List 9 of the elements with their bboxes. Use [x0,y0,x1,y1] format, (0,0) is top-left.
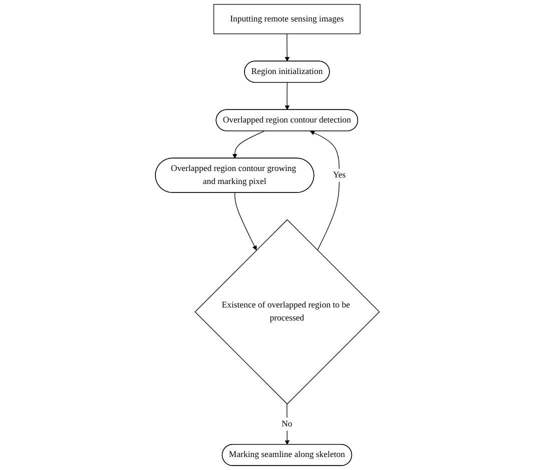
arrow [284,82,290,110]
arrow [232,130,264,159]
arrow [310,130,340,251]
edge-label: Yes [332,170,346,180]
node-box: Inputting remote sensing images [213,4,360,34]
arrow [234,192,256,250]
arrow [284,33,290,62]
edge-label: No [281,419,292,429]
node-diamond: Existence of overlapped region to be processed [194,219,380,404]
